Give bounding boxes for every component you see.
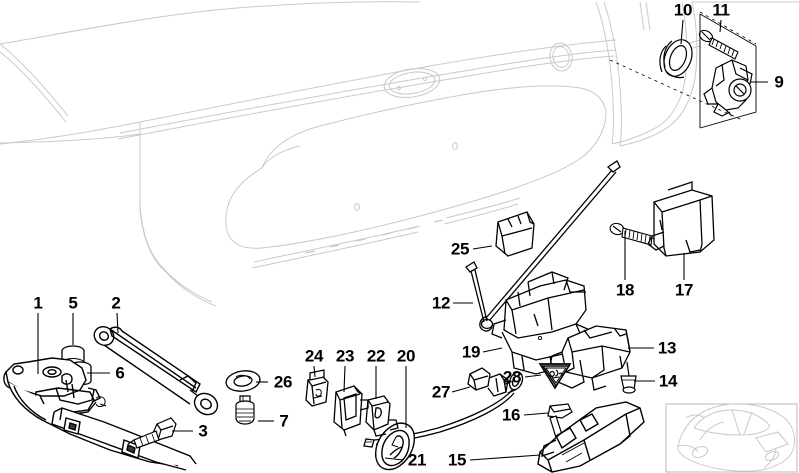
leader-line-10 bbox=[680, 19, 684, 45]
callout-number-18[interactable]: 18 bbox=[615, 280, 635, 300]
leader-line-24 bbox=[313, 365, 316, 378]
placement-box-lock bbox=[699, 13, 757, 129]
part-13-control-module bbox=[549, 325, 631, 391]
callout-number-28[interactable]: 28 bbox=[502, 367, 522, 387]
callout-number-1[interactable]: 1 bbox=[33, 293, 43, 313]
callout-number-12[interactable]: 12 bbox=[431, 293, 451, 313]
leader-line-21 bbox=[384, 457, 404, 461]
callout-number-7[interactable]: 7 bbox=[279, 411, 289, 431]
leader-line-2 bbox=[116, 312, 119, 334]
callout-number-25[interactable]: 25 bbox=[450, 239, 470, 259]
part-23-switch-housing bbox=[333, 385, 369, 437]
part-3-hex-bolt bbox=[127, 417, 177, 449]
part-11-screw bbox=[698, 29, 739, 60]
part-18-torx-screw bbox=[609, 222, 663, 246]
part-2-gas-strut bbox=[93, 326, 219, 416]
leader-line-27 bbox=[451, 386, 471, 393]
callout-number-24[interactable]: 24 bbox=[304, 346, 324, 366]
leader-line-19 bbox=[482, 347, 503, 353]
callout-number-5[interactable]: 5 bbox=[68, 293, 78, 313]
part-7-expanding-rivet bbox=[235, 395, 255, 425]
callout-number-20[interactable]: 20 bbox=[396, 346, 416, 366]
part-26-grommet bbox=[225, 370, 261, 392]
ghost-vehicle-body bbox=[0, 1, 799, 307]
leader-line-23 bbox=[343, 365, 346, 393]
leader-line-15 bbox=[469, 454, 541, 461]
callout-number-27[interactable]: 27 bbox=[431, 382, 451, 402]
part-10-sealing-ring bbox=[659, 39, 693, 79]
callout-number-26[interactable]: 26 bbox=[273, 372, 293, 392]
callout-leader-lines bbox=[37, 19, 768, 461]
leader-line-11 bbox=[719, 19, 722, 33]
callout-number-3[interactable]: 3 bbox=[198, 421, 208, 441]
callout-number-10[interactable]: 10 bbox=[673, 0, 693, 20]
callout-number-13[interactable]: 13 bbox=[657, 338, 677, 358]
callout-number-22[interactable]: 22 bbox=[366, 346, 386, 366]
leader-line-25 bbox=[472, 245, 493, 250]
callout-number-16[interactable]: 16 bbox=[501, 405, 521, 425]
leader-line-16 bbox=[523, 412, 549, 416]
part-28-warning-label bbox=[538, 363, 572, 390]
callout-number-21[interactable]: 21 bbox=[407, 450, 427, 470]
callout-number-6[interactable]: 6 bbox=[115, 363, 125, 383]
callout-number-17[interactable]: 17 bbox=[674, 280, 694, 300]
part-19-latch-assembly bbox=[491, 271, 591, 375]
callout-number-15[interactable]: 15 bbox=[447, 450, 467, 470]
part-17-lock-bracket bbox=[647, 181, 715, 257]
part-22-micro-switch bbox=[365, 395, 399, 437]
part-15-striker-bracket bbox=[537, 401, 645, 473]
leader-line-28 bbox=[524, 374, 542, 378]
callout-number-19[interactable]: 19 bbox=[461, 342, 481, 362]
callout-number-23[interactable]: 23 bbox=[335, 346, 355, 366]
callout-number-9[interactable]: 9 bbox=[774, 72, 784, 92]
part-1-hinge-assembly bbox=[3, 357, 197, 471]
vehicle-location-thumbnail-art bbox=[665, 403, 798, 473]
part-25-cover-cap bbox=[495, 211, 535, 257]
callout-number-14[interactable]: 14 bbox=[658, 371, 678, 391]
part-14-mounting-bolt bbox=[620, 361, 637, 394]
part-12-operating-rod bbox=[465, 160, 621, 332]
part-24-clip-retainer bbox=[305, 369, 329, 407]
part-9-lock-actuator bbox=[703, 59, 753, 117]
callout-number-2[interactable]: 2 bbox=[111, 293, 121, 313]
callout-number-11[interactable]: 11 bbox=[712, 0, 730, 20]
